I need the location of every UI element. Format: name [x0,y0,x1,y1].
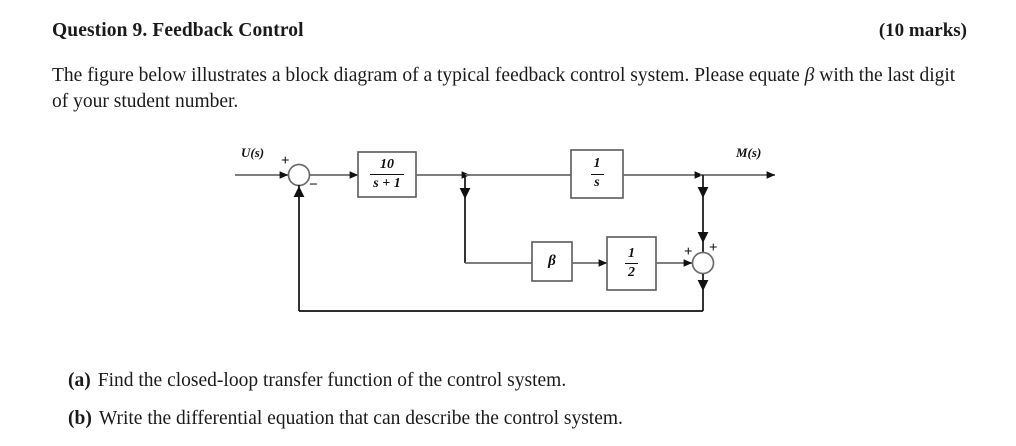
arrow-into-sum-right [697,232,709,243]
intro-paragraph: The figure below illustrates a block dia… [52,63,972,115]
fraction-bar [590,173,604,175]
summing-junction-right [691,251,715,275]
arrow-output-down [697,187,709,198]
subquestion-a: (a) Find the closed-loop transfer functio… [68,368,566,394]
intro-text-after-beta: with the last digit of your student numb… [52,65,956,112]
block-integrator-denominator: s [594,175,600,190]
arrow-sum-right-down [697,280,709,291]
block-gain-half-numerator: 1 [628,245,635,261]
block-diagram: 10 s + 1 1 s β 1 2 U(s) M(s) + − + [0,132,1016,337]
arrow-branch-down [459,188,471,199]
input-signal-label: U(s) [241,145,265,160]
sum-left-plus-sign: + [281,153,290,169]
arrow-feedback-into-sum [293,186,305,197]
block-gain-beta [531,241,573,282]
fraction-bar [625,263,638,264]
intro-text-before-beta: The figure below illustrates a block dia… [52,65,805,86]
beta-symbol-inline: β [804,65,815,86]
block-plant-lag-label: 10 s + 1 [358,152,416,197]
block-diagram-svg [235,149,776,312]
subquestion-b: (b) Write the differential equation that … [68,406,623,432]
subquestion-a-tag: (a) [68,370,91,391]
marks-label: (10 marks) [878,20,967,41]
subquestion-a-text: Find the closed-loop transfer function o… [97,370,567,391]
block-gain-beta-label: β [548,253,556,269]
block-plant-lag-numerator: 10 [380,156,394,172]
block-gain-half-label: 1 2 [607,237,656,290]
subquestion-b-tag: (b) [68,408,92,429]
output-signal-label: M(s) [736,145,762,160]
subquestion-b-text: Write the differential equation that can… [98,408,623,429]
block-plant-lag-denominator: s + 1 [373,175,401,191]
block-integrator-label: 1 s [571,150,623,198]
question-header: Question 9. Feedback Control (10 marks) [52,20,967,42]
sum-right-plus-sign-left: + [684,244,693,260]
fraction-bar [370,174,404,175]
block-gain-half-denominator: 2 [628,264,635,280]
sum-right-plus-sign-top: + [709,240,718,256]
block-integrator-numerator: 1 [593,156,601,172]
page-title: Question 9. Feedback Control [52,20,304,41]
sum-left-minus-sign: − [309,177,318,193]
summing-junction-left [287,163,311,187]
